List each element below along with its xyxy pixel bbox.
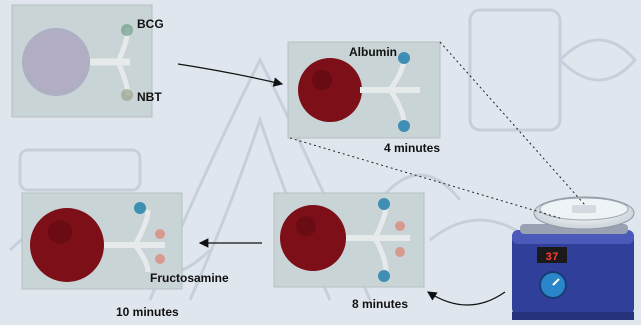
bcg-label: BCG — [137, 17, 164, 31]
reagent-dot — [378, 198, 390, 210]
reagent-dot — [398, 120, 410, 132]
reagent-dot — [395, 247, 405, 257]
sample-spot — [298, 58, 362, 122]
reagent-dot — [378, 270, 390, 282]
panel-reagents: BCG NBT — [12, 5, 164, 117]
time-label-10: 10 minutes — [116, 305, 179, 319]
heater-display-value: 37 — [545, 252, 558, 264]
time-label-8: 8 minutes — [352, 297, 408, 311]
reagent-dot — [395, 221, 405, 231]
reagent-dot — [134, 202, 146, 214]
reagent-dot — [398, 52, 410, 64]
time-label-4: 4 minutes — [384, 141, 440, 155]
panel-8-minutes: 8 minutes — [274, 193, 424, 311]
arrow-icon — [428, 292, 505, 305]
hot-plate-icon: 37 — [512, 197, 634, 320]
sample-spot — [30, 208, 104, 282]
fructosamine-label: Fructosamine — [150, 271, 229, 285]
reagent-dot — [155, 229, 165, 239]
panel-albumin: Albumin 4 minutes — [288, 42, 440, 155]
zoom-line — [440, 42, 585, 205]
reagent-dot — [155, 254, 165, 264]
panel-fructosamine: Fructosamine 10 minutes — [22, 193, 229, 319]
albumin-label: Albumin — [349, 45, 397, 59]
sample-spot — [280, 205, 346, 271]
nbt-label: NBT — [137, 90, 162, 104]
